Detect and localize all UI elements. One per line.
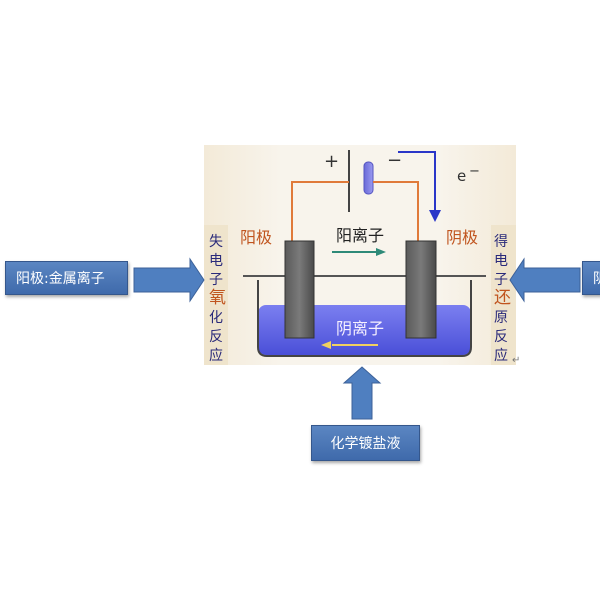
arrow-left-to-right xyxy=(133,257,205,303)
tank-outline xyxy=(257,280,472,357)
left-side-text-char: 应 xyxy=(209,347,223,364)
battery-short-plate xyxy=(363,161,374,195)
cathode-label: 阴极 xyxy=(446,228,478,247)
left-side-text-char: 电 xyxy=(209,253,223,269)
plating-solution-box: 化学镀盐液 xyxy=(311,425,420,461)
right-side-text-char: 反 xyxy=(494,329,508,345)
anode-label: 阳极 xyxy=(240,228,272,247)
cathode-box-label: 阴 xyxy=(593,268,600,288)
cation-label: 阳离子 xyxy=(336,226,384,245)
plus-sign: + xyxy=(324,151,339,172)
right-side-text-char: 还 xyxy=(494,288,511,308)
anode-metal-ion-label: 阳极:金属离子 xyxy=(16,271,105,287)
right-side-text-char: 得 xyxy=(494,233,508,250)
anode-electrode xyxy=(284,240,315,339)
right-side-text-char: 原 xyxy=(494,310,508,326)
cathode-box: 阴 xyxy=(582,261,600,295)
arrow-right-to-left xyxy=(509,257,581,303)
anion-arrowhead xyxy=(321,341,331,349)
right-side-text-char: 应 xyxy=(494,347,508,364)
anode-metal-ion-box: 阳极:金属离子 xyxy=(5,261,128,295)
arrow-bottom-up xyxy=(342,366,382,420)
left-side-text-char: 反 xyxy=(209,329,223,345)
return-mark: ↵ xyxy=(512,355,520,366)
wire-right xyxy=(373,181,419,242)
left-side-strip xyxy=(204,225,228,365)
left-side-text-char: 子 xyxy=(209,272,223,288)
right-side-text-char: 电 xyxy=(494,253,508,269)
wire-left xyxy=(291,181,349,242)
left-side-text-char: 氧 xyxy=(209,288,226,308)
anion-label: 阴离子 xyxy=(336,319,384,338)
cathode-electrode xyxy=(405,240,437,339)
electron-arrowhead xyxy=(429,210,441,222)
left-side-text-char: 失 xyxy=(209,234,223,250)
electron-superscript: − xyxy=(469,164,480,179)
cation-arrowhead xyxy=(376,248,386,256)
electron-label: e xyxy=(457,167,466,185)
electron-flow-arrow xyxy=(398,151,436,212)
plating-solution-label: 化学镀盐液 xyxy=(330,436,401,452)
left-side-text-char: 化 xyxy=(209,310,223,326)
right-side-strip xyxy=(491,225,516,365)
minus-sign: − xyxy=(387,150,402,171)
right-side-text-char: 子 xyxy=(494,272,508,288)
